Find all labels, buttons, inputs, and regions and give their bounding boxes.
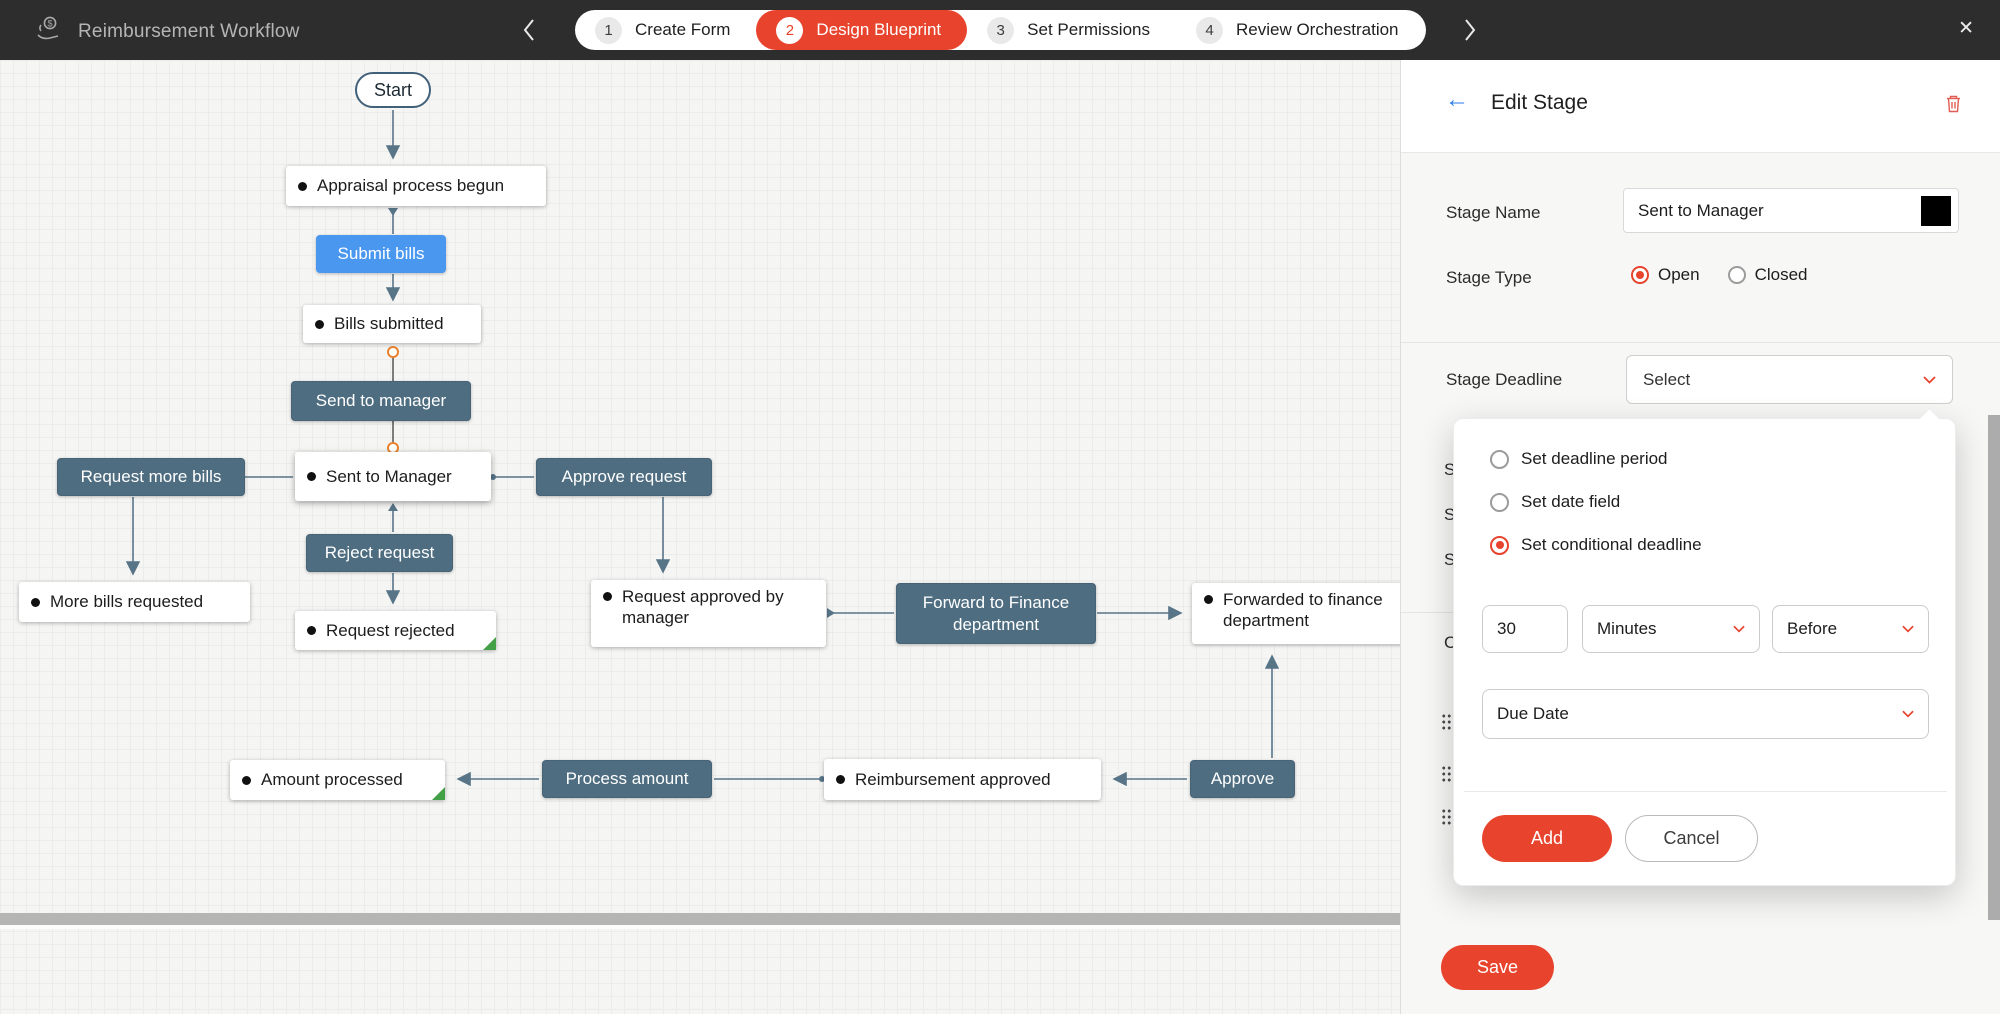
option-set-deadline-period[interactable]: Set deadline period	[1490, 449, 1668, 469]
step-number: 4	[1196, 16, 1223, 44]
step-set-permissions[interactable]: 3 Set Permissions	[967, 10, 1176, 50]
clipped-field-label: S	[1444, 550, 1456, 569]
panel-vertical-scrollbar[interactable]	[1988, 415, 2000, 920]
save-button[interactable]: Save	[1441, 945, 1554, 990]
stage-node-request-approved-by-manager[interactable]: Request approved by manager	[591, 580, 826, 647]
transition-node-approve-request[interactable]: Approve request	[536, 458, 712, 496]
deadline-unit-select[interactable]: Minutes	[1582, 605, 1760, 653]
clipped-field-label: S	[1444, 460, 1456, 479]
stage-name-label: Stage Name	[1446, 203, 1541, 222]
step-design-blueprint[interactable]: 2 Design Blueprint	[756, 10, 968, 50]
chevron-down-icon	[1902, 625, 1914, 633]
stage-dot-icon	[307, 626, 316, 635]
stage-name-input[interactable]: Sent to Manager	[1623, 188, 1959, 233]
edit-stage-panel: ← Edit Stage Stage Name Sent to Manager …	[1400, 60, 2000, 1014]
stage-dot-icon	[242, 775, 251, 785]
stage-color-swatch[interactable]	[1921, 196, 1951, 226]
stage-dot-icon	[315, 319, 324, 329]
radio-selected-icon	[1631, 266, 1649, 284]
stage-dot-icon	[307, 472, 316, 481]
clipped-field-label: S	[1444, 505, 1456, 524]
green-corner-flag-icon	[432, 787, 445, 800]
date-field-select[interactable]: Due Date	[1482, 689, 1929, 739]
stage-dot-icon	[31, 597, 40, 607]
stage-node-more-bills-requested[interactable]: More bills requested	[19, 582, 250, 622]
add-button[interactable]: Add	[1482, 815, 1612, 862]
radio-open[interactable]: Open	[1631, 265, 1700, 285]
blueprint-canvas[interactable]: Start Appraisal process begun Submit bil…	[0, 60, 1400, 1014]
drag-handle-icon[interactable]	[1441, 713, 1452, 730]
deadline-popup: Set deadline period Set date field Set c…	[1453, 407, 1956, 886]
stage-node-reimbursement-approved[interactable]: Reimbursement approved	[824, 759, 1101, 800]
stage-deadline-label: Stage Deadline	[1446, 370, 1563, 389]
cash-in-hand-icon: $	[34, 14, 64, 49]
stage-dot-icon	[836, 775, 845, 784]
drag-handle-icon[interactable]	[1441, 765, 1452, 782]
radio-unselected-icon	[1490, 492, 1509, 512]
radio-selected-icon	[1490, 535, 1509, 555]
deadline-relation-select[interactable]: Before	[1772, 605, 1929, 653]
wizard-stepper: 1 Create Form 2 Design Blueprint 3 Set P…	[575, 10, 1426, 50]
action-node-submit-bills[interactable]: Submit bills	[316, 235, 446, 273]
close-icon[interactable]: ✕	[1958, 18, 1974, 39]
panel-title: Edit Stage	[1491, 91, 1588, 114]
green-corner-flag-icon	[483, 637, 496, 650]
stage-node-forwarded-to-finance-department[interactable]: Forwarded to finance department	[1192, 583, 1400, 644]
back-arrow-icon[interactable]: ←	[1445, 86, 1469, 113]
canvas-horizontal-scrollbar[interactable]	[0, 913, 1400, 925]
stage-deadline-select[interactable]: Select	[1626, 355, 1953, 404]
transition-node-approve[interactable]: Approve	[1190, 760, 1295, 798]
workflow-title: Reimbursement Workflow	[78, 20, 300, 42]
stage-node-sent-to-manager[interactable]: Sent to Manager	[295, 452, 491, 501]
trash-icon[interactable]	[1945, 94, 1962, 118]
radio-unselected-icon	[1490, 449, 1509, 469]
scrollbar-gap	[0, 925, 1400, 929]
option-set-conditional-deadline[interactable]: Set conditional deadline	[1490, 535, 1702, 555]
stage-node-amount-processed[interactable]: Amount processed	[230, 760, 445, 800]
drag-handle-icon[interactable]	[1441, 808, 1452, 825]
chevron-down-icon	[1923, 375, 1936, 384]
app-brand: $ Reimbursement Workflow	[34, 14, 300, 49]
step-create-form[interactable]: 1 Create Form	[575, 10, 756, 50]
transition-node-forward-to-finance-department[interactable]: Forward to Finance department	[896, 583, 1096, 644]
section-divider	[1401, 342, 2000, 343]
step-number: 3	[987, 16, 1015, 44]
node-start[interactable]: Start	[355, 72, 431, 108]
stage-dot-icon	[298, 181, 307, 191]
stage-type-label: Stage Type	[1446, 268, 1532, 287]
flow-connectors	[125, 110, 1280, 787]
steps-prev-chevron-icon[interactable]	[522, 18, 544, 42]
transition-node-reject-request[interactable]: Reject request	[306, 534, 453, 572]
clipped-divider	[1401, 612, 1455, 613]
step-review-orchestration[interactable]: 4 Review Orchestration	[1176, 10, 1425, 50]
step-number: 2	[776, 16, 804, 44]
svg-text:$: $	[47, 19, 52, 29]
deadline-amount-input[interactable]: 30	[1482, 605, 1568, 653]
step-number: 1	[595, 16, 622, 44]
stage-node-bills-submitted[interactable]: Bills submitted	[303, 305, 481, 343]
top-bar: $ Reimbursement Workflow 1 Create Form 2…	[0, 0, 2000, 60]
popup-divider	[1464, 791, 1947, 792]
stage-node-appraisal-process-begun[interactable]: Appraisal process begun	[286, 166, 546, 206]
radio-unselected-icon	[1727, 266, 1746, 284]
transition-node-request-more-bills[interactable]: Request more bills	[57, 458, 245, 496]
stage-dot-icon	[1204, 595, 1213, 604]
transition-node-process-amount[interactable]: Process amount	[542, 760, 712, 798]
panel-header: ← Edit Stage	[1401, 60, 2000, 153]
option-set-date-field[interactable]: Set date field	[1490, 492, 1620, 512]
steps-next-chevron-icon[interactable]	[1463, 18, 1485, 42]
transition-node-send-to-manager[interactable]: Send to manager	[291, 381, 471, 421]
stage-node-request-rejected[interactable]: Request rejected	[295, 611, 496, 650]
popup-notch	[1918, 407, 1941, 430]
stage-type-radio-group: Open Closed	[1631, 265, 1808, 285]
cancel-button[interactable]: Cancel	[1625, 815, 1758, 862]
stage-dot-icon	[603, 592, 612, 601]
chevron-down-icon	[1733, 625, 1745, 633]
chevron-down-icon	[1902, 710, 1914, 718]
radio-closed[interactable]: Closed	[1727, 265, 1808, 285]
